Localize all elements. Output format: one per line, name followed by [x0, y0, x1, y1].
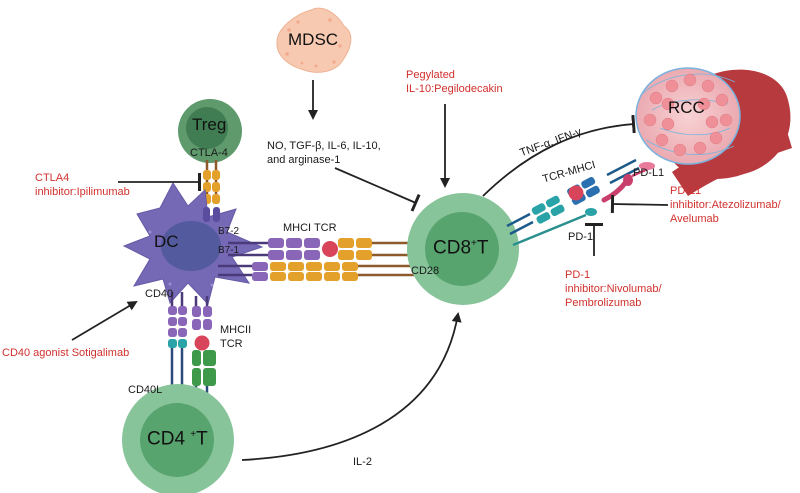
pd1-drug-line-1: PD-1 [565, 269, 591, 281]
treg-cell [178, 99, 242, 163]
ctla4-drug-label: CTLA4 inhibitor:Ipilimumab [35, 171, 130, 199]
pdl1-drug-label: PD-L1 inhibitor:Atezolizumab/ Avelumab [670, 184, 781, 226]
tcr-mhci-complex [506, 158, 640, 236]
mhcii-label: MHCII [220, 324, 252, 336]
pdl1-label: PD-L1 [633, 167, 665, 179]
dc-label: DC [154, 232, 179, 251]
cd4-t-cell [122, 384, 234, 493]
cd28-label: CD28 [411, 265, 440, 277]
treg-label: Treg [192, 115, 227, 134]
mdsc-factors-inhibit-line [334, 167, 421, 212]
pd1-drug-line-2: inhibitor:Nivolumab/ [565, 283, 662, 295]
cd40l-label: CD40L [128, 384, 163, 396]
mhci-tcr-complex [228, 238, 411, 260]
pd1-drug-label: PD-1 inhibitor:Nivolumab/ Pembrolizumab [565, 268, 662, 310]
ctla4-label: CTLA-4 [190, 147, 228, 159]
mdsc-label: MDSC [288, 30, 339, 49]
ctla4-receptor [203, 160, 220, 204]
mdsc-cell [276, 7, 352, 73]
mdsc-factors-line-1: NO, TGF-β, IL-6, IL-10, [267, 140, 381, 152]
cd40-label: CD40 [145, 288, 174, 300]
cd4-label-suffix: T [196, 428, 208, 450]
b7-ligand-top [203, 207, 220, 222]
tcr-label: TCR [220, 338, 243, 350]
cytokine-inhibit-line [482, 114, 636, 197]
cd8-label-main: CD8 [433, 237, 472, 259]
cd40-agonist-label: CD40 agonist Sotigalimab [2, 347, 130, 359]
pdl1-drug-line-2: inhibitor:Atezolizumab/ [670, 199, 781, 211]
il2-arrow [241, 312, 462, 461]
cd4-label-main: CD4 [147, 428, 186, 450]
cd40-cd40l-complex [168, 292, 187, 392]
ctla4-drug-line-2: inhibitor:Ipilimumab [35, 186, 130, 198]
mhcii-tcr-complex [192, 296, 216, 400]
cd8-label-sup: + [471, 238, 477, 249]
pd1-label: PD-1 [568, 231, 594, 243]
mhci-tcr-label: MHCI TCR [283, 222, 337, 234]
il10-line-2: IL-10:Pegilodecakin [406, 83, 503, 95]
cd4-label: CD4 +T [147, 428, 208, 450]
b72-label: B7-2 [218, 226, 240, 237]
cd8-label-suffix: T [476, 237, 489, 259]
b7-cd28-complex [218, 262, 414, 281]
cd8-label: CD8+T [433, 237, 489, 259]
rcc-tumour [635, 67, 792, 196]
rcc-label: RCC [668, 98, 705, 117]
cd4-label-sup: + [190, 429, 197, 440]
mdsc-factors-line-2: and arginase-1 [267, 154, 341, 166]
cd40-agonist-arrow [71, 300, 138, 341]
pdl1-inhibitor-line [610, 194, 669, 214]
pd1-drug-line-3: Pembrolizumab [565, 297, 642, 309]
mdsc-factors-text: NO, TGF-β, IL-6, IL-10, and arginase-1 [267, 139, 381, 167]
il2-label: IL-2 [353, 456, 372, 468]
il10-drug-label: Pegylated IL-10:Pegilodecakin [406, 68, 503, 96]
pdl1-drug-line-1: PD-L1 [670, 185, 702, 197]
pd1-pdl1-complex [512, 162, 655, 247]
pdl1-drug-line-3: Avelumab [670, 213, 719, 225]
cd8-t-cell [407, 193, 519, 305]
ctla4-drug-line-1: CTLA4 [35, 172, 70, 184]
il10-line-1: Pegylated [406, 69, 455, 81]
b71-label: B7-1 [218, 245, 240, 256]
